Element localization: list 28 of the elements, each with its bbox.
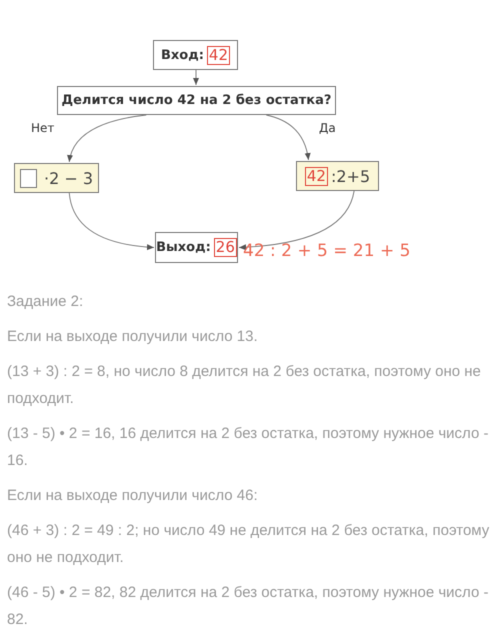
- input-box: [153, 40, 238, 70]
- solution-text: Если на выходе получили число 13.: [7, 327, 259, 347]
- question-text: Делится число 42 на 2 без остатка?: [62, 93, 332, 108]
- solution-text: (46 + 3) : 2 = 49 : 2; но число 49 не делится на 2 без остатка, поэтому оно не подходит.: [7, 521, 490, 568]
- equation: 42 : 2 + 5 = 21 + 5: [243, 241, 410, 261]
- number-field: 26: [214, 238, 237, 257]
- operation-box: [296, 161, 379, 191]
- operation-box: [14, 163, 99, 193]
- arrow: [238, 190, 355, 250]
- solution-text: (13 + 3) : 2 = 8, но число 8 делится на 2 без остатка, поэтому оно не подходит.: [7, 362, 482, 409]
- solution-text: (46 - 5) • 2 = 82, 82 делится на 2 без остатка, поэтому нужное число - 82.: [7, 583, 490, 630]
- number-field: 42: [304, 166, 328, 186]
- arrow: [266, 114, 310, 160]
- box-label: Выход:: [156, 240, 211, 255]
- solution-text: Если на выходе получили число 46:: [7, 486, 259, 506]
- question-box: [57, 86, 336, 115]
- arrow: [68, 192, 154, 250]
- arrow: [68, 114, 147, 162]
- edge-label: Да: [318, 121, 337, 135]
- arrow: [193, 70, 199, 86]
- expression: :2+5: [330, 166, 370, 186]
- number-field: 42: [206, 46, 230, 64]
- box-label: Вход:: [160, 48, 204, 62]
- solution-text: Задание 2:: [7, 292, 84, 312]
- expression: ·2 − 3: [44, 168, 94, 188]
- edge-label: Нет: [30, 121, 56, 135]
- solution-text: (13 - 5) • 2 = 16, 16 делится на 2 без остатка, поэтому нужное число - 16.: [7, 424, 490, 471]
- output-box: [155, 232, 238, 263]
